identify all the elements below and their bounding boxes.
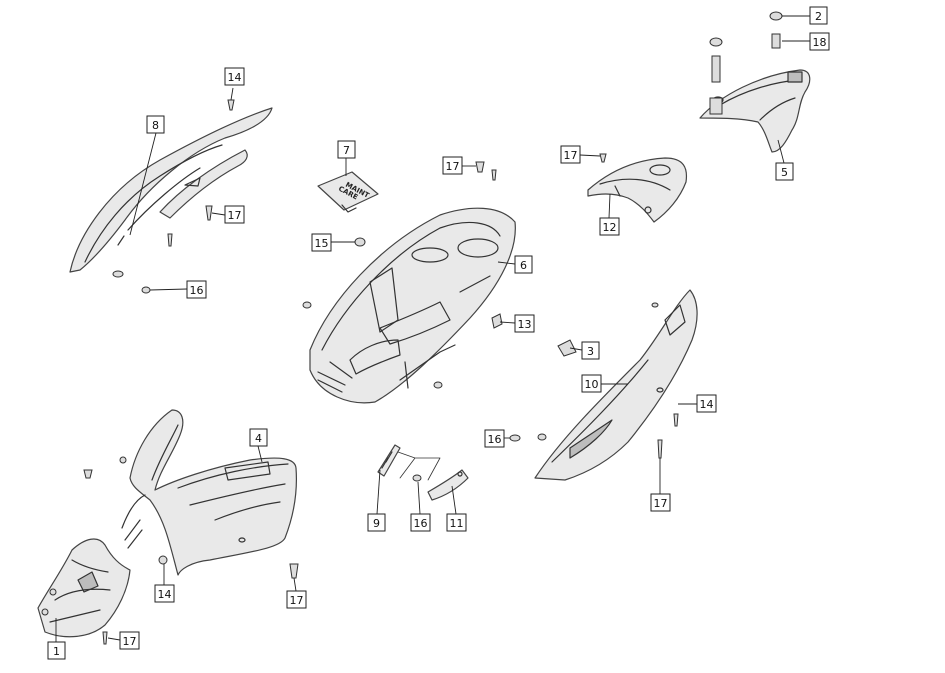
callout-18: 18: [809, 32, 830, 51]
callout-16b: 16: [484, 429, 505, 448]
callout-1-label: 1: [53, 645, 60, 658]
part-5-rear-carrier: [699, 69, 811, 153]
callout-17c: 17: [560, 145, 581, 164]
bracket-fastener-leaders: [397, 451, 441, 481]
callout-13: 13: [514, 314, 535, 333]
part-1-lower-front-panel: [37, 538, 131, 638]
callout-14a-label: 14: [228, 71, 242, 84]
callout-9-label: 9: [373, 517, 380, 530]
callout-1: 1: [47, 641, 66, 660]
cap-nut-icon: [769, 11, 783, 21]
callout-18-label: 18: [813, 36, 827, 49]
callout-17d: 17: [650, 493, 671, 512]
callout-17e-label: 17: [290, 594, 304, 607]
callout-17a-label: 17: [228, 209, 242, 222]
callout-17e: 17: [286, 590, 307, 609]
callout-15: 15: [311, 233, 332, 252]
callout-7: 7: [337, 140, 356, 159]
screw-icon: [227, 99, 235, 111]
part-4-leg-shield: [121, 409, 297, 576]
callout-11: 11: [446, 513, 467, 532]
callout-8: 8: [146, 115, 165, 134]
callout-5: 5: [775, 162, 794, 181]
callout-10-label: 10: [585, 378, 599, 391]
callout-14b-label: 14: [700, 398, 714, 411]
callout-16c-label: 16: [414, 517, 428, 530]
callout-5-label: 5: [781, 166, 788, 179]
callout-12: 12: [599, 217, 620, 236]
part-8-left-side-cover: [69, 107, 273, 273]
callout-12-label: 12: [603, 221, 617, 234]
callout-17b-label: 17: [446, 160, 460, 173]
callout-16a-label: 16: [190, 284, 204, 297]
callout-6: 6: [514, 255, 533, 274]
callout-10: 10: [581, 374, 602, 393]
hardware: [41, 11, 783, 645]
callout-2: 2: [809, 6, 828, 25]
callout-16a: 16: [186, 280, 207, 299]
part-12-rear-center-cover: [587, 157, 688, 223]
callout-3-label: 3: [587, 345, 594, 358]
callout-17d-label: 17: [654, 497, 668, 510]
callout-17f-label: 17: [123, 635, 137, 648]
part-11-bracket: [427, 469, 469, 501]
callout-17c-label: 17: [564, 149, 578, 162]
callout-4: 4: [249, 428, 268, 447]
callout-3: 3: [581, 341, 600, 360]
callout-7-label: 7: [343, 144, 350, 157]
callout-17b: 17: [442, 156, 463, 175]
callout-17f: 17: [119, 631, 140, 650]
callout-14a: 14: [224, 67, 245, 86]
part-7-maintenance-lid: CARE MAINT: [317, 171, 379, 213]
callout-15-label: 15: [315, 237, 329, 250]
callout-2-label: 2: [815, 10, 822, 23]
callout-17a: 17: [224, 205, 245, 224]
leader-lines: [55, 15, 810, 642]
callout-14c-label: 14: [158, 588, 172, 601]
callout-9: 9: [367, 513, 386, 532]
callout-14b: 14: [696, 394, 717, 413]
part-10-right-side-cover: [534, 289, 698, 481]
callout-14c: 14: [154, 584, 175, 603]
part-6-storage-box: [309, 207, 516, 404]
callout-11-label: 11: [450, 517, 464, 530]
part-9-spring-bracket: [377, 444, 401, 477]
bolt-icon: [771, 33, 781, 49]
callout-13-label: 13: [518, 318, 532, 331]
callout-16b-label: 16: [488, 433, 502, 446]
callout-6-label: 6: [520, 259, 527, 272]
callout-8-label: 8: [152, 119, 159, 132]
callout-4-label: 4: [255, 432, 262, 445]
callout-16c: 16: [410, 513, 431, 532]
